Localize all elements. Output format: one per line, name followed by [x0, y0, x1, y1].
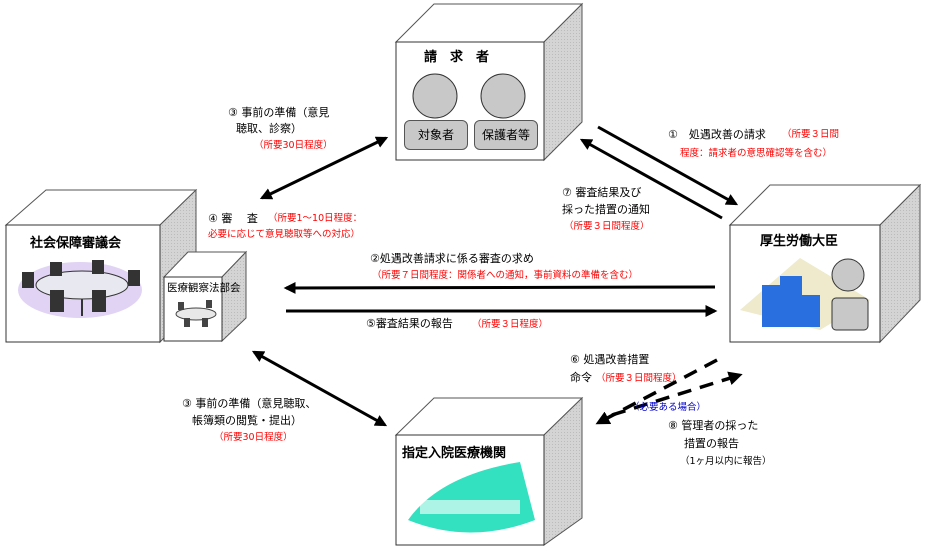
council-title: 社会保障審議会	[30, 236, 122, 251]
step3-bottom-line1: ③ 事前の準備（意見聴取、	[182, 397, 317, 410]
step1-note-line2: 程度：請求者の意思確認等を含む）	[680, 148, 833, 159]
step6-condition: （必要ある場合）	[630, 402, 707, 413]
step7-line2: 採った措置の通知	[562, 203, 650, 216]
step8-note: （1ヶ月以内に報告）	[680, 456, 772, 467]
step8-line1: ⑧ 管理者の採った	[668, 419, 759, 432]
hospital-building-icon	[408, 462, 535, 533]
council-cube	[4, 188, 198, 344]
step7-note: （所要３日間程度）	[564, 221, 650, 232]
step3-top-note: （所要30日程度）	[254, 140, 333, 151]
step2-note: （所要７日間程度：関係者への通知，事前資料の準備を含む）	[372, 270, 639, 281]
step2-label: ②処遇改善請求に係る審査の求め	[370, 252, 534, 265]
step6-line2: 命令	[570, 371, 592, 384]
step4-label: ④ 審 査	[208, 212, 258, 225]
step5-note: （所要３日程度）	[472, 319, 549, 330]
hospital-title: 指定入院医療機関	[402, 446, 507, 461]
arrow-step2	[283, 281, 716, 294]
step4-note-line1: （所要1～10日程度：	[268, 213, 363, 224]
step7-line1: ⑦ 審査結果及び	[562, 186, 642, 199]
step3-top-line2: 聴取、診察）	[236, 122, 302, 135]
member-guardian: 保護者等	[474, 120, 538, 150]
minister-title: 厚生労働大臣	[760, 234, 839, 249]
member-target-person: 対象者	[404, 120, 468, 150]
step6-line1: ⑥ 処遇改善措置	[570, 353, 650, 366]
arrow-step3-top	[259, 136, 389, 200]
subcommittee-cube	[162, 250, 248, 343]
minister-cube	[728, 183, 922, 344]
meeting-table-icon	[18, 260, 142, 318]
arrow-step7	[579, 138, 723, 220]
government-building-icon	[740, 258, 870, 331]
arrow-step1	[597, 125, 739, 206]
step3-bottom-line2: 帳簿類の閲覧・提出）	[192, 414, 302, 427]
step3-top-line1: ③ 事前の準備（意見	[228, 106, 330, 119]
step1-note-line1: （所要３日間	[782, 129, 840, 140]
person-icon	[480, 73, 526, 119]
step5-label: ⑤審査結果の報告	[366, 317, 453, 330]
step1-label: ① 処遇改善の請求	[668, 128, 766, 141]
small-meeting-table-icon	[175, 300, 217, 327]
requester-title: 請 求 者	[424, 50, 490, 65]
step3-bottom-note: （所要30日程度）	[214, 432, 293, 443]
arrow-step3-bottom	[251, 350, 388, 427]
step4-note-line2: 必要に応じて意見聴取等への対応）	[208, 229, 361, 240]
person-icon	[412, 73, 458, 119]
step8-line2: 措置の報告	[684, 437, 739, 450]
hospital-cube	[394, 396, 584, 546]
subcommittee-title: 医療観察法部会	[167, 282, 241, 294]
step6-note: （所要３日間程度）	[596, 373, 682, 384]
